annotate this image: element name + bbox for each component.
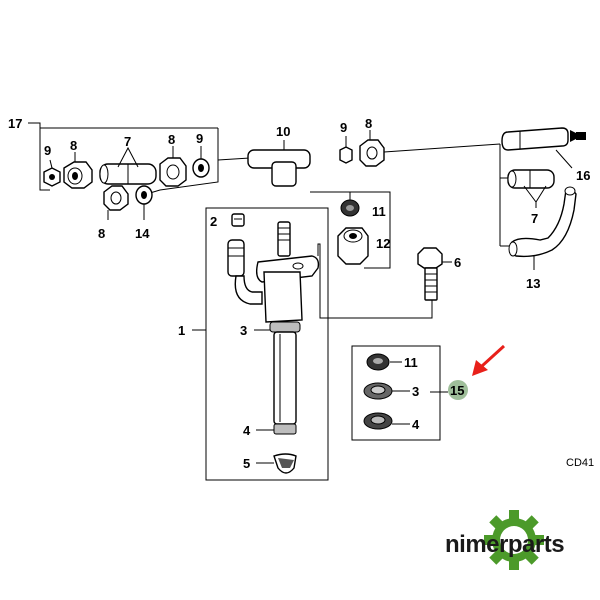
- part-9-right: [339, 146, 353, 164]
- callout-10: 10: [276, 124, 290, 139]
- kit-15-box: [351, 345, 441, 441]
- callout-13: 13: [526, 276, 540, 291]
- part-10-tee: [247, 140, 311, 187]
- part-14: [135, 185, 153, 205]
- callout-8-lower: 8: [98, 226, 105, 241]
- part-2-cap: [231, 213, 245, 227]
- part-7-right-hose: [507, 169, 555, 189]
- callout-14: 14: [135, 226, 150, 241]
- kit-part-11: [366, 353, 390, 371]
- leak-off-line-assembly: 17 9 8 7 8: [8, 116, 251, 241]
- callout-12: 12: [376, 236, 390, 251]
- callout-11-top: 11: [372, 204, 386, 219]
- callout-17: 17: [8, 116, 22, 131]
- injector-box: [205, 207, 329, 481]
- callout-4-kit: 4: [412, 417, 420, 432]
- diagram-code-label: CD41: [566, 457, 594, 469]
- part-8-right: [359, 139, 385, 167]
- part-9-mid: [192, 158, 210, 178]
- kit-part-4: [363, 412, 393, 430]
- part-8-lower: [103, 185, 129, 211]
- callout-2: 2: [210, 214, 217, 229]
- red-arrow-icon: [472, 344, 506, 376]
- callout-7-right: 7: [531, 211, 538, 226]
- gear-icon: [484, 510, 544, 570]
- callout-16: 16: [576, 168, 590, 183]
- callout-3-injector: 3: [240, 323, 247, 338]
- part-9-left: [43, 167, 61, 187]
- callout-8-right: 8: [365, 116, 372, 131]
- part-8-left: [63, 161, 93, 189]
- nimerparts-logo: nimerparts: [445, 510, 565, 570]
- part-16-pipe: [501, 127, 569, 151]
- callout-15: 15: [450, 383, 464, 398]
- callout-8-mid: 8: [168, 132, 175, 147]
- part-12-nut: [337, 227, 369, 265]
- callout-1: 1: [178, 323, 185, 338]
- callout-5: 5: [243, 456, 250, 471]
- part-11-seal: [340, 199, 360, 217]
- callout-7-left: 7: [124, 134, 131, 149]
- flow-arrow-icon: [570, 130, 586, 142]
- callout-4-injector: 4: [243, 423, 251, 438]
- callout-9-right: 9: [340, 120, 347, 135]
- callout-8-left: 8: [70, 138, 77, 153]
- callout-11-kit: 11: [404, 355, 418, 370]
- logo-text: nimerparts: [445, 531, 564, 558]
- part-7-hose: [99, 163, 157, 185]
- injector: [227, 221, 320, 474]
- part-8-mid: [159, 157, 187, 187]
- callout-15-highlight: [448, 380, 468, 400]
- callout-9-left: 9: [44, 143, 51, 158]
- part-6-bolt: [417, 247, 443, 301]
- kit-part-3: [363, 382, 393, 400]
- callout-3-kit: 3: [412, 384, 419, 399]
- callout-6: 6: [454, 255, 461, 270]
- callout-9-mid: 9: [196, 131, 203, 146]
- part-13-bent-pipe: [508, 186, 577, 258]
